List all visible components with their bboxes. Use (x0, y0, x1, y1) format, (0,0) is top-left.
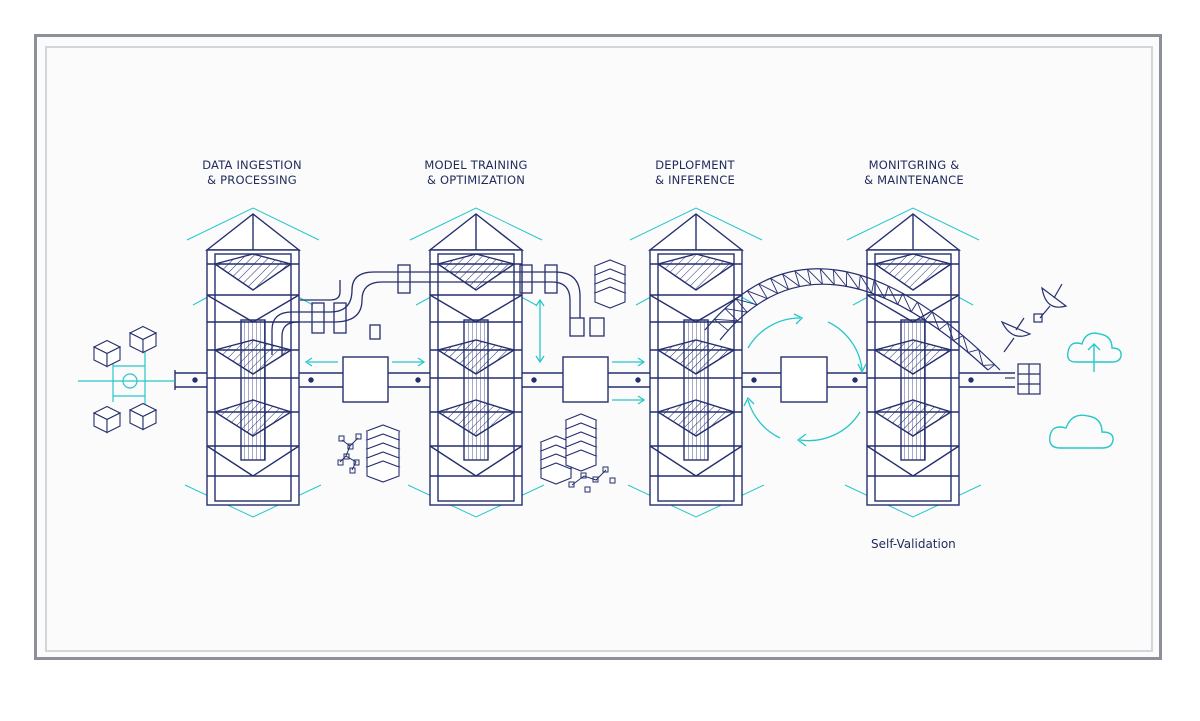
flow-arrows (304, 298, 867, 447)
data-cubes (92, 325, 158, 434)
cloud-upload-icon (1066, 332, 1122, 372)
stage-title-model-training: MODEL TRAINING & OPTIMIZATION (424, 158, 528, 187)
data-cube-4 (128, 402, 158, 431)
data-cube-3 (92, 405, 122, 434)
input-node-cluster (78, 352, 175, 418)
stage-tower-1 (184, 207, 322, 518)
connector-boxes (342, 356, 828, 403)
data-cube-1 (92, 339, 122, 368)
server-stack-top (593, 259, 627, 309)
connector-box-3 (780, 356, 828, 403)
stage-tower-4 (844, 207, 982, 518)
stage-title-monitoring: MONITGRING & & MAINTENANCE (864, 158, 964, 187)
self-validation-label: Self-Validation (871, 537, 956, 551)
connector-box-1 (342, 356, 389, 403)
inner-frame (45, 46, 1153, 652)
stage-title-deployment: DEPLOFMENT & INFERENCE (655, 158, 735, 187)
network-graphs (337, 433, 616, 493)
connector-box-2 (562, 356, 609, 403)
cloud-icon (1049, 414, 1114, 449)
stage-title-data-ingestion: DATA INGESTION & PROCESSING (202, 158, 302, 187)
server-stack-right (564, 413, 598, 472)
stage-tower-3 (627, 207, 765, 518)
truss-braces (714, 268, 995, 371)
server-stacks (365, 259, 627, 485)
arch-truss (704, 268, 1001, 371)
data-cube-2 (128, 325, 158, 354)
satellite-dish-icons (1000, 283, 1068, 395)
overhead-pipes (271, 264, 605, 355)
server-stack-left (365, 424, 401, 483)
stage-tower-2 (407, 207, 545, 518)
